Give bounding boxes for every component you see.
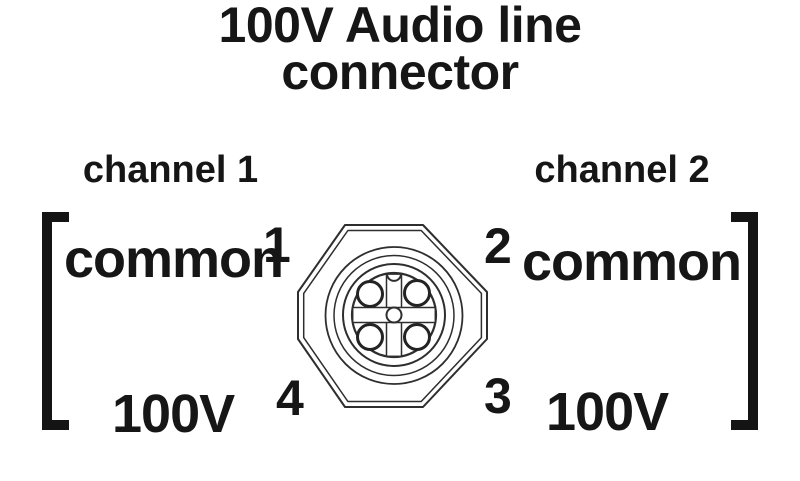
center-hole bbox=[385, 306, 403, 324]
connector-barrel-circle bbox=[324, 246, 464, 385]
pin4-signal-label: 100V bbox=[112, 384, 235, 444]
pin3-number: 3 bbox=[484, 368, 512, 424]
pin2-number: 2 bbox=[484, 218, 512, 274]
channel-2-label: channel 2 bbox=[534, 149, 710, 191]
pin4-number: 4 bbox=[276, 370, 304, 426]
pin3-signal-label: 100V bbox=[546, 382, 669, 442]
pin3-hole bbox=[403, 323, 431, 351]
right-bracket bbox=[731, 212, 758, 430]
insert-divider-horizontal bbox=[351, 306, 437, 324]
pin4-hole bbox=[356, 323, 384, 351]
pin1-signal-label: common bbox=[64, 229, 284, 289]
pin2-signal-label: common bbox=[522, 232, 742, 292]
title-line-2: connector bbox=[281, 44, 519, 100]
connector-insert-face bbox=[350, 271, 438, 359]
pin2-hole bbox=[403, 279, 431, 307]
title-line-1: 100V Audio line bbox=[218, 0, 582, 53]
page-title: 100V Audio line connector bbox=[0, 0, 800, 100]
pin1-hole bbox=[356, 280, 384, 308]
connector-hex-inner bbox=[302, 229, 483, 403]
pin1-number: 1 bbox=[263, 217, 291, 273]
connector-hex-outer bbox=[297, 224, 488, 408]
insert-divider-vertical bbox=[385, 272, 403, 358]
connector-insert-ring bbox=[342, 263, 446, 367]
connector-coupling-circle bbox=[333, 254, 455, 377]
channel-1-label: channel 1 bbox=[82, 149, 259, 191]
left-bracket bbox=[42, 212, 69, 430]
keying-notch bbox=[385, 272, 403, 282]
